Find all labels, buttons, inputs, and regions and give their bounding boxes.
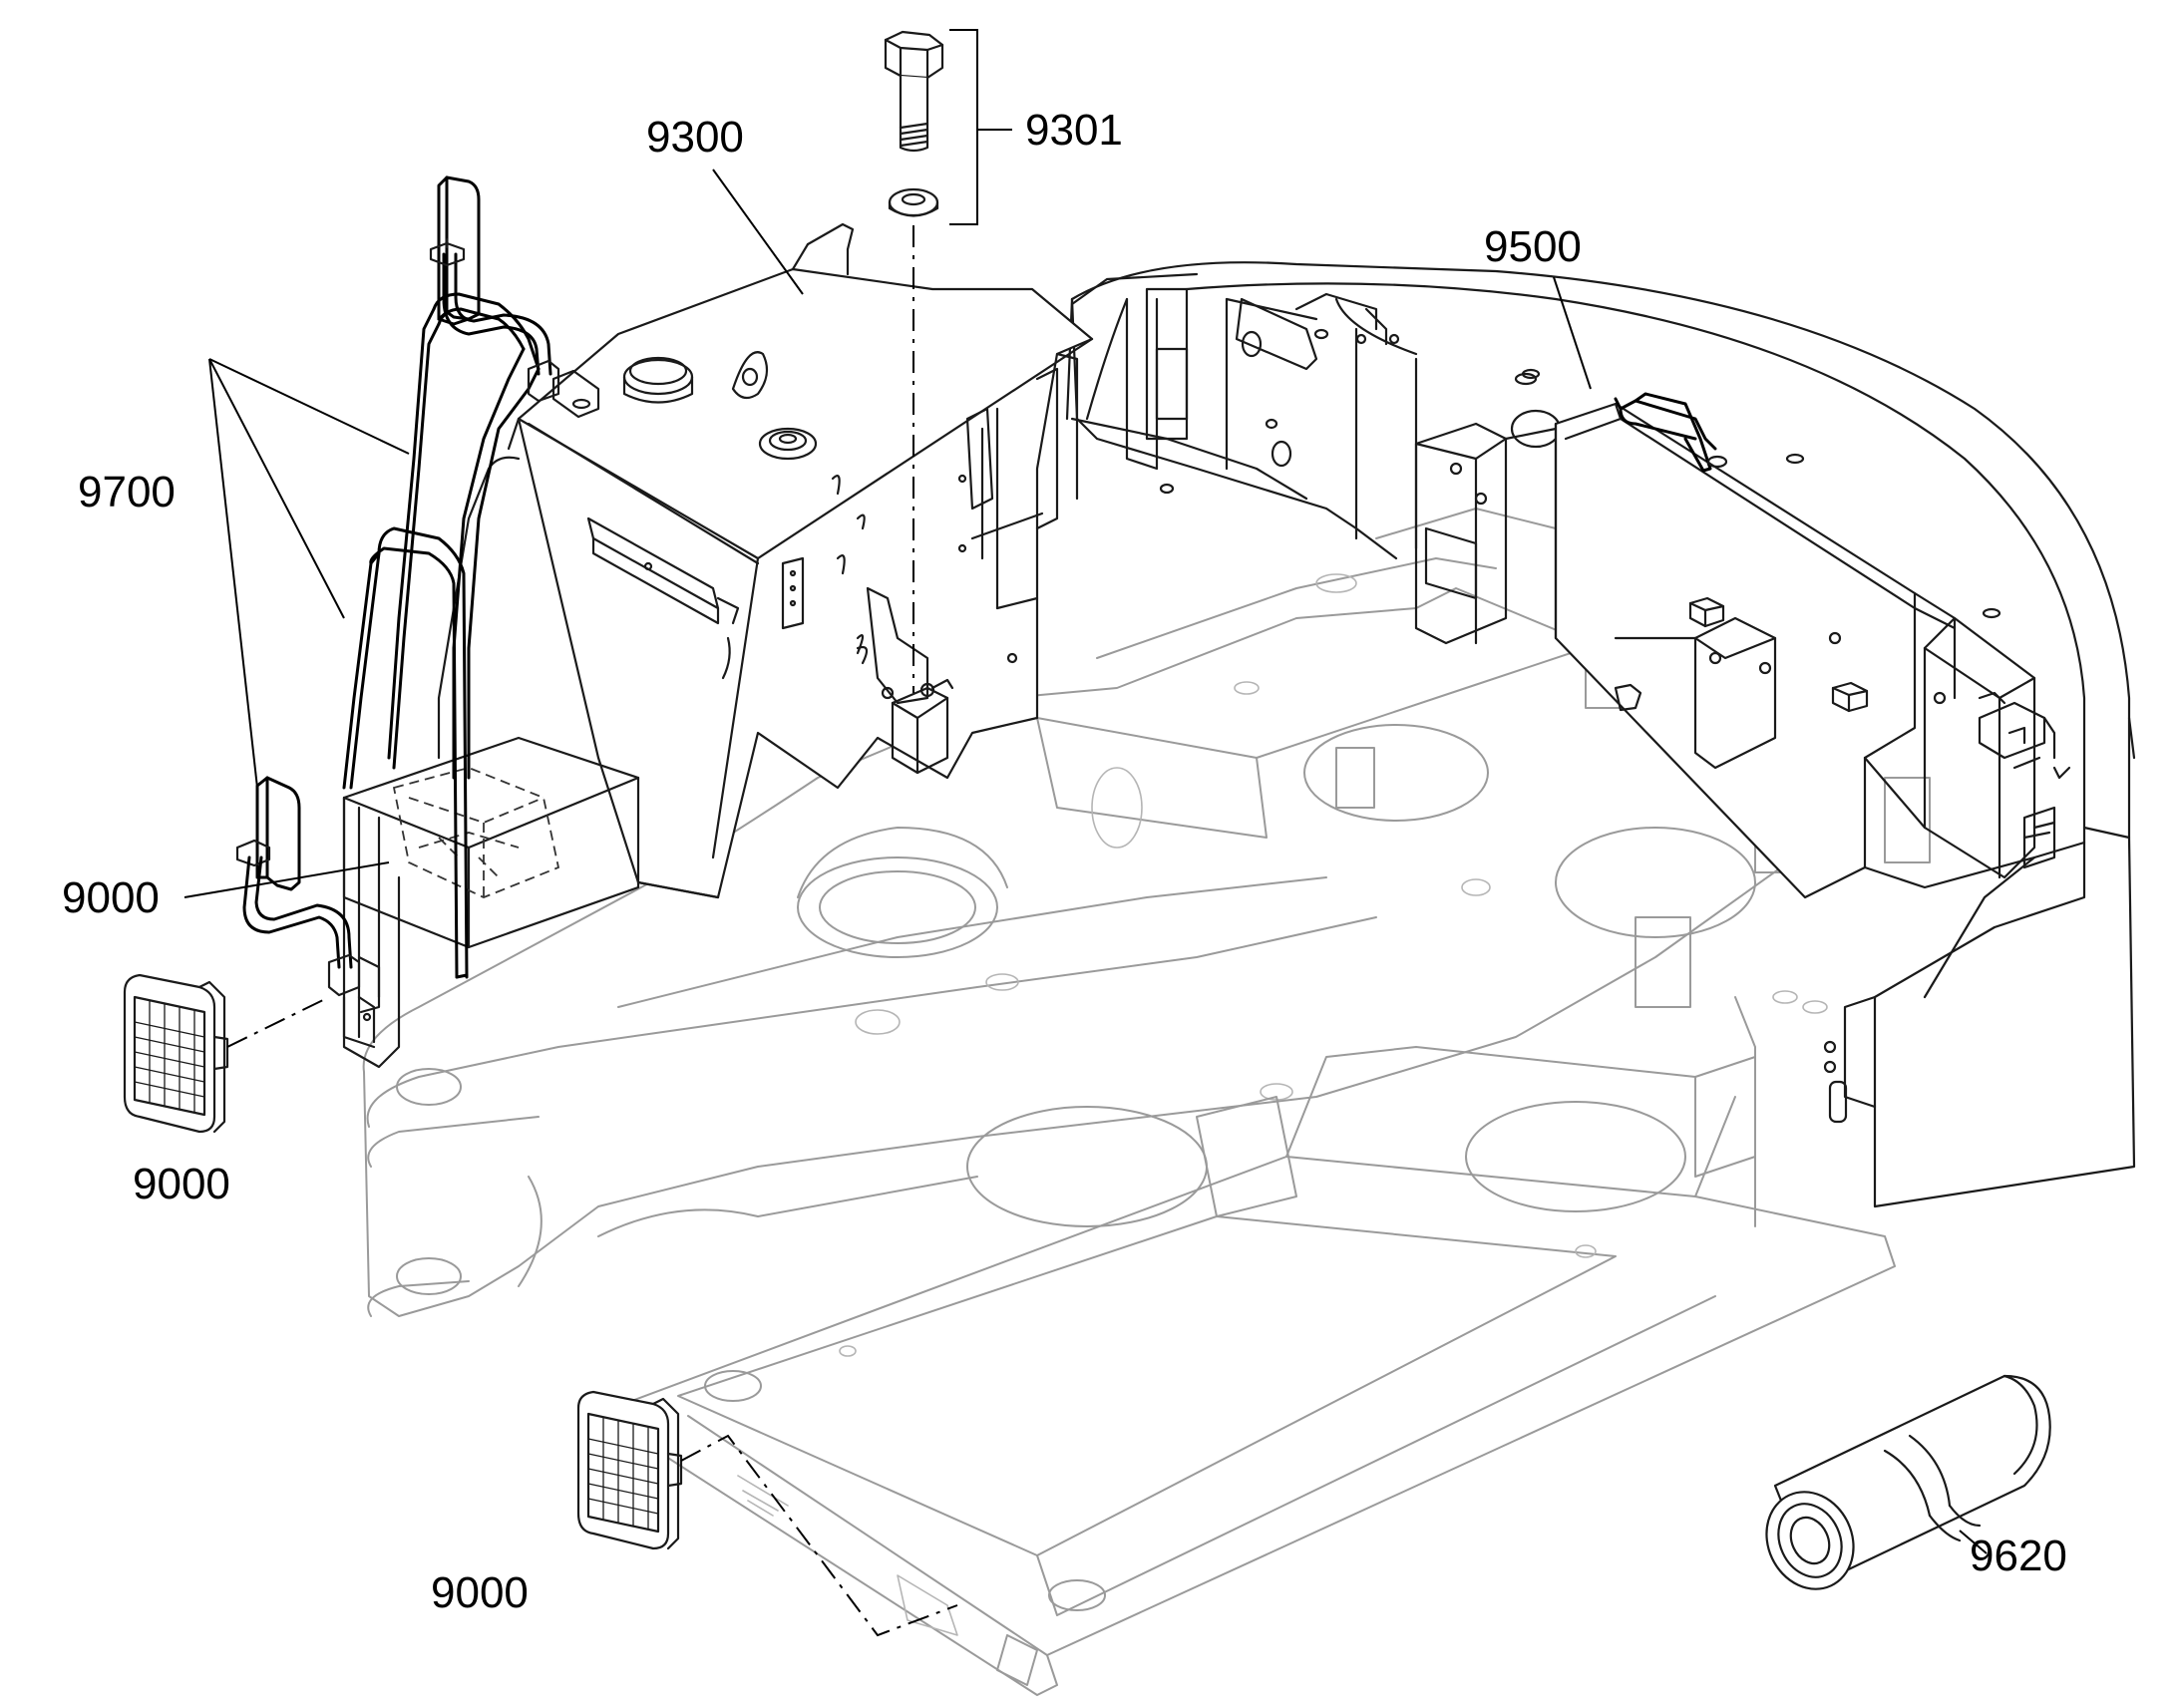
tank-9300 <box>517 222 1094 899</box>
battery-box-9000 <box>342 736 640 949</box>
counterweight-shell <box>1070 261 2136 1208</box>
upper-frame-ghost <box>362 508 1931 1317</box>
lower-carriage-ghost <box>617 1046 1896 1696</box>
callout-labels: 9300 9301 9500 9700 9000 9000 9000 9620 <box>62 106 2067 1617</box>
frame-bolts <box>1614 596 1869 713</box>
cab-pillar <box>342 417 521 1069</box>
rolled-manual-9620 <box>1765 1374 2051 1590</box>
right-frame-blocks <box>1614 616 2071 889</box>
callout-9000-lamp-bottom: 9000 <box>431 1568 529 1617</box>
handrails-9700 <box>235 175 600 1049</box>
callout-9700: 9700 <box>78 468 176 516</box>
callout-9620: 9620 <box>1970 1532 2067 1580</box>
callout-9000-lamp-left: 9000 <box>133 1160 230 1208</box>
work-lamp-left <box>123 973 330 1134</box>
callout-9300: 9300 <box>646 113 744 162</box>
work-lamp-bottom <box>576 1390 958 1637</box>
callout-9000-panel: 9000 <box>62 873 160 922</box>
bolt-washer-9301 <box>884 29 1012 693</box>
battery-cover-9500 <box>1554 392 1957 899</box>
callout-9301: 9301 <box>1025 106 1123 155</box>
rear-frame-interior <box>1065 287 1562 645</box>
callout-9500: 9500 <box>1484 222 1582 271</box>
leader-lines <box>183 169 1988 1554</box>
